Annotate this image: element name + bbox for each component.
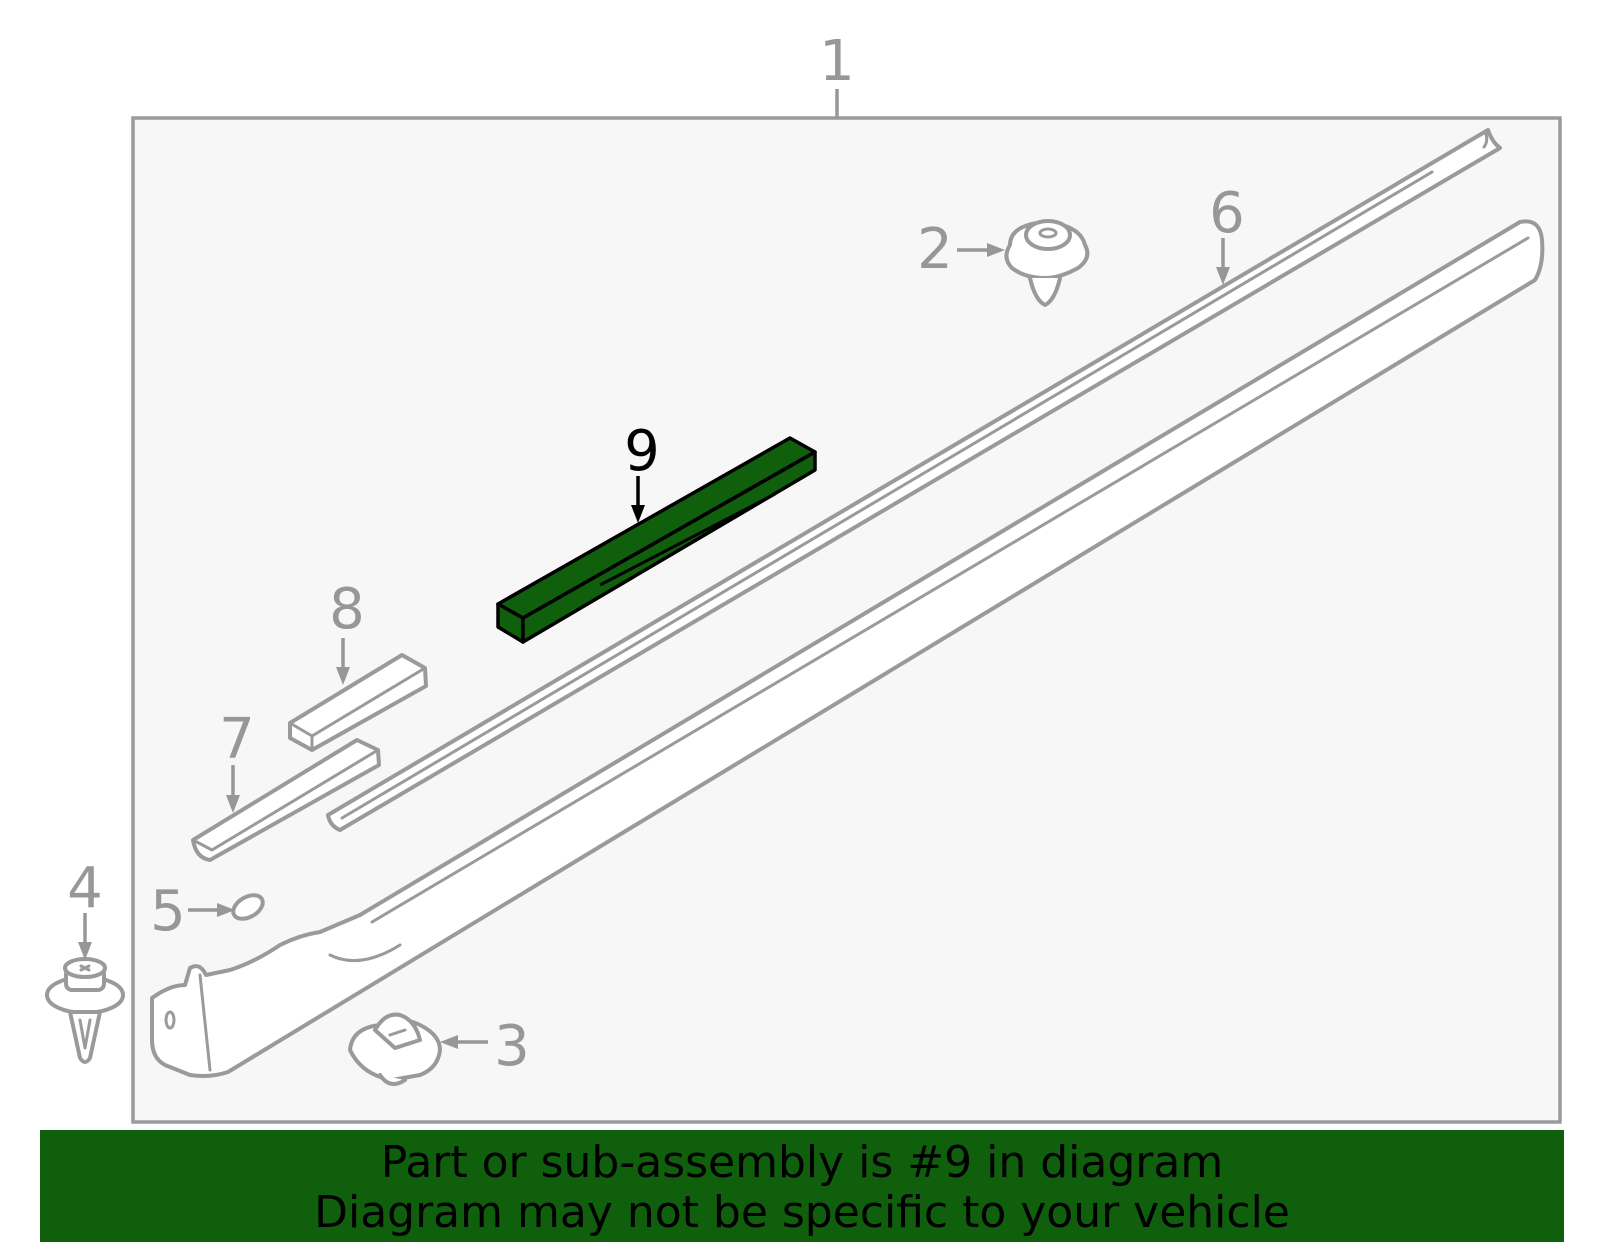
callout-9: 9 [624,419,660,484]
part-3-push-clip [348,1012,442,1086]
part-2-push-clip [1004,219,1090,307]
rocker-panel [150,219,1545,1078]
callout-8: 8 [329,577,365,642]
part-8-pad [288,653,428,752]
callout-2: 2 [917,217,953,282]
banner-line-1: Part or sub-assembly is #9 in diagram [380,1137,1224,1188]
callout-7: 7 [219,707,255,772]
callout-6: 6 [1209,181,1245,246]
part-6-trim-strip [326,128,1502,832]
info-banner: Part or sub-assembly is #9 in diagram Di… [40,1130,1564,1242]
part-5-grommet [231,893,265,921]
part-4-screw-clip [45,957,125,1064]
callout-1: 1 [819,29,855,94]
part-9-highlighted [496,436,817,644]
callout-3: 3 [494,1014,530,1079]
callout-5: 5 [150,879,186,944]
part-7-strip [191,738,381,862]
callout-4: 4 [67,856,103,921]
banner-line-2: Diagram may not be specific to your vehi… [314,1187,1290,1238]
